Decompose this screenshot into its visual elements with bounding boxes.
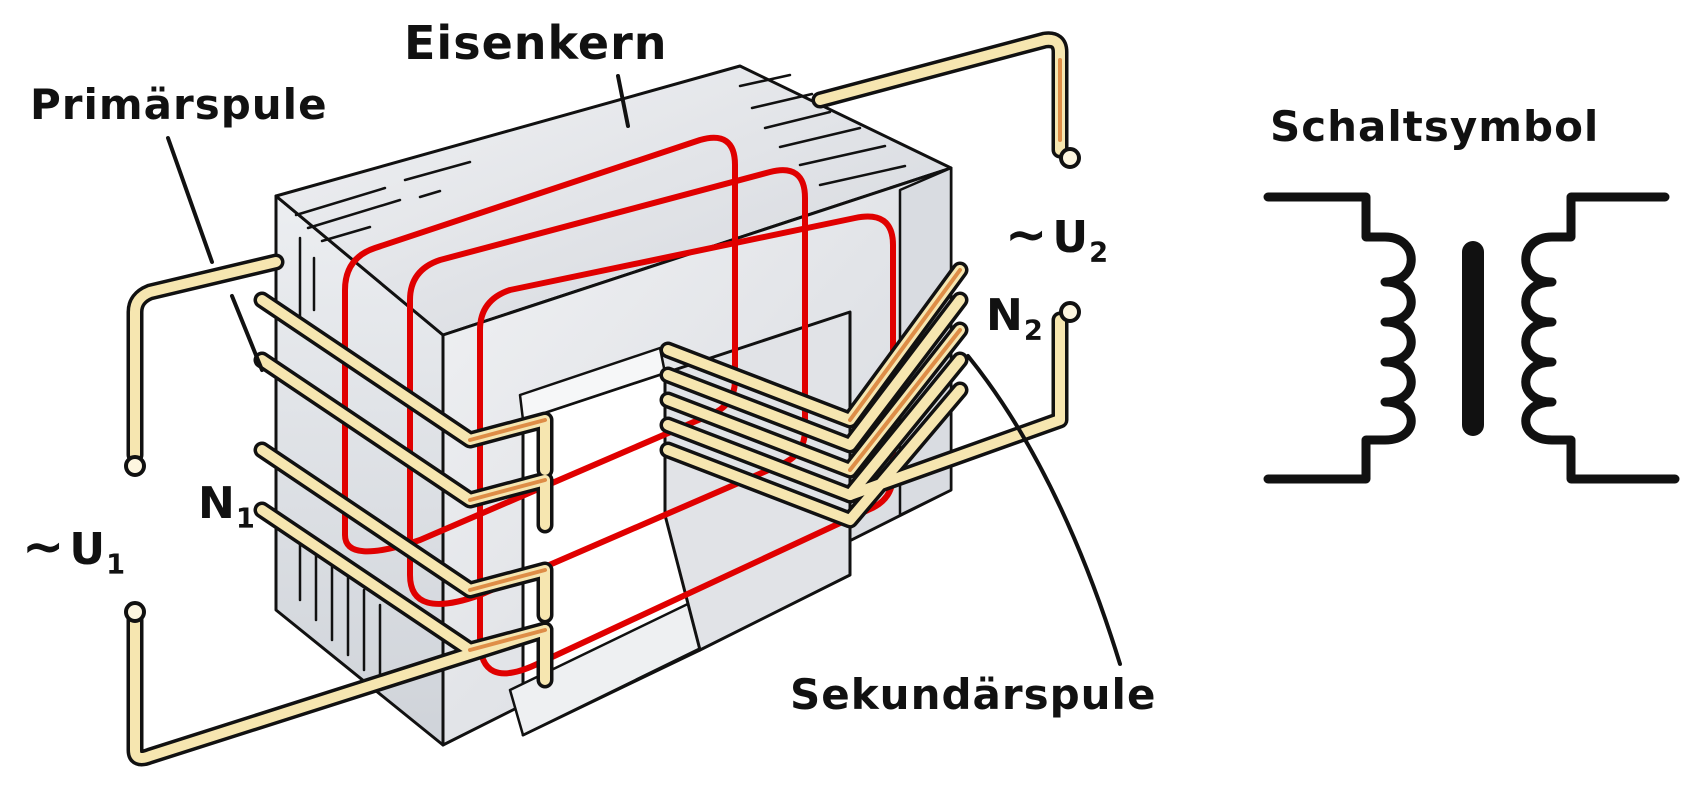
turns-symbol: N bbox=[986, 290, 1024, 341]
label-turns-n1: N1 bbox=[198, 482, 256, 533]
ac-tilde-icon: ~ bbox=[1005, 205, 1049, 264]
voltage-index: 2 bbox=[1089, 237, 1110, 269]
terminal-secondary-top bbox=[1059, 147, 1081, 169]
voltage-symbol: U bbox=[69, 524, 107, 575]
terminal-primary-top bbox=[124, 455, 146, 477]
voltage-index: 1 bbox=[106, 549, 127, 581]
leader-primaerspule bbox=[166, 136, 214, 264]
leader-eisenkern bbox=[616, 74, 630, 128]
symbol-primary-winding bbox=[1263, 192, 1416, 484]
terminals bbox=[124, 147, 1081, 623]
terminal-primary-bottom bbox=[124, 601, 146, 623]
leader-lines bbox=[166, 74, 1122, 666]
label-schaltsymbol: Schaltsymbol bbox=[1270, 102, 1600, 151]
turns-index: 2 bbox=[1023, 315, 1044, 347]
voltage-symbol: U bbox=[1052, 212, 1090, 263]
label-eisenkern: Eisenkern bbox=[404, 16, 668, 70]
secondary-coil bbox=[659, 31, 1069, 529]
terminal-secondary-bottom bbox=[1059, 301, 1081, 323]
turns-index: 1 bbox=[235, 503, 256, 535]
label-turns-n2: N2 bbox=[986, 294, 1044, 345]
label-voltage-u2: ~U2 bbox=[1005, 209, 1110, 269]
label-sekundaerspule: Sekundärspule bbox=[790, 670, 1157, 719]
leader-primaerspule-2 bbox=[230, 294, 264, 372]
symbol-secondary-winding bbox=[1521, 192, 1680, 484]
ac-tilde-icon: ~ bbox=[22, 517, 66, 576]
leader-sekundaerspule bbox=[966, 354, 1122, 666]
turns-symbol: N bbox=[198, 478, 236, 529]
transformer-circuit-symbol bbox=[1263, 192, 1680, 484]
label-voltage-u1: ~U1 bbox=[22, 521, 127, 581]
primary-coil bbox=[126, 253, 554, 767]
label-primaerspule: Primärspule bbox=[30, 80, 328, 129]
